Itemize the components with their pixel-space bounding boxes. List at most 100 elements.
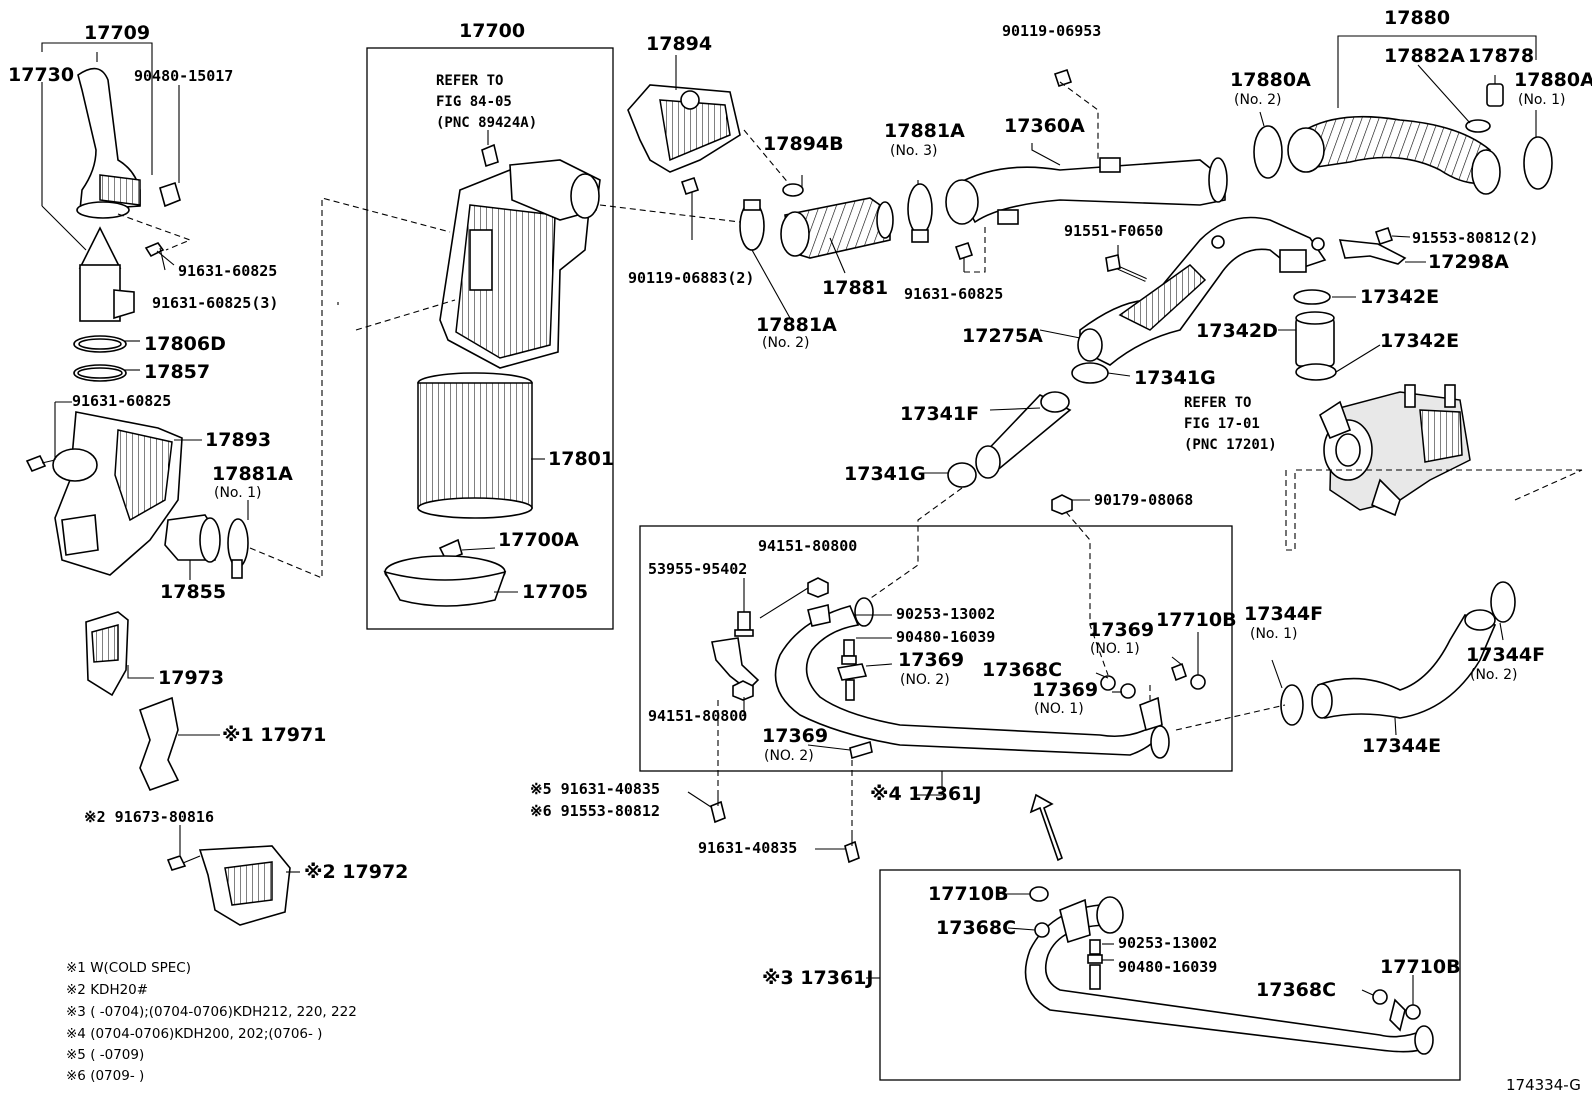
label-17880: 17880 [1384,7,1450,29]
label-90119-06953: 90119-06953 [1002,22,1101,40]
clamp-17344F-no2[interactable] [1490,581,1516,623]
bolt-91631-40835-a[interactable] [710,790,726,824]
bolt-91631-60825-b[interactable] [25,454,56,473]
bracket-17972[interactable] [198,845,291,926]
intake-inlet-17709[interactable] [76,67,141,219]
bolt-91631-60825-c[interactable] [954,241,974,272]
bracket-17361J[interactable] [711,637,760,692]
bolt-91631-40835-b[interactable] [844,830,860,864]
footnote-4: ※4 (0704-0706)KDH200, 202;(0706- ) [66,1026,322,1042]
clamp-17341G-b[interactable] [947,462,977,488]
bolt-90119-06953[interactable] [1053,68,1073,88]
label-17700A: 17700A [498,529,579,551]
bolt-91551-F0650[interactable] [1105,254,1147,282]
label-17881: 17881 [822,277,888,299]
bracket-17369-no2-a[interactable] [836,663,868,701]
label-17880A-no1-sub: (No. 1) [1518,92,1566,108]
grommet-90480-16039-b[interactable] [1087,954,1103,990]
hose-90253-13002-a[interactable] [843,639,855,657]
grommet-90480-16039-a[interactable] [841,655,857,665]
clip-17882A[interactable] [1465,119,1491,133]
label-17369-no1-a-sub: (NO. 1) [1090,641,1140,657]
label-17881A-no1: 17881A [212,463,293,485]
label-17369-no2-a-sub: (NO. 2) [900,672,950,688]
clamp-17880A-no1[interactable] [1523,136,1553,190]
grommet-90480-15017[interactable] [159,181,181,208]
label-90480-15017: 90480-15017 [134,67,233,85]
bracket-17894[interactable] [627,84,741,173]
label-91631-60825-b: 91631-60825 [72,392,171,410]
leader-lines [41,35,1537,1005]
hose-17855[interactable] [164,514,221,563]
hose-17341F[interactable] [975,391,1072,479]
clamp-17881A-no2[interactable] [739,199,765,251]
resonator-17893[interactable] [52,411,183,576]
hose-17344E[interactable] [1311,609,1497,719]
label-17341G-b: 17341G [844,463,926,485]
part-labels: 17709 17730 90480-15017 91631-60825 9163… [8,7,1592,1001]
bracket-17298A[interactable] [1338,239,1407,265]
bolt-90119-06883[interactable] [680,176,700,240]
sensor-89424A[interactable] [481,143,499,168]
valve-17878[interactable] [1486,83,1504,107]
hose-90253-13002-b[interactable] [1089,939,1101,955]
bolt-17368C-a[interactable] [1100,675,1116,691]
clamp-17341G-a[interactable] [1071,362,1109,384]
air-cleaner-assembly-box [366,47,614,630]
intake-pipe-17360A[interactable] [945,157,1228,225]
nut-94151-80800-a[interactable] [807,577,829,598]
label-17893: 17893 [205,429,271,451]
nut-90179-08068[interactable] [1051,494,1073,515]
clamp-17342E-a[interactable] [1293,289,1331,305]
label-17344F-no2-sub: (No. 2) [1470,667,1518,683]
air-filter-element-17801[interactable] [417,372,533,519]
intake-hose-17881[interactable] [780,197,894,259]
nut-17710B-a[interactable] [1190,674,1206,690]
label-90253-13002-a: 90253-13002 [896,605,995,623]
label-90179-08068: 90179-08068 [1094,491,1193,509]
refer-turbo-line-3: (PNC 17201) [1184,437,1277,453]
hose-17342D[interactable] [1295,311,1335,367]
clip-17894B[interactable] [782,183,804,197]
nut-94151-80800-b[interactable] [732,680,754,701]
air-duct-17275A[interactable] [1077,216,1327,366]
clamp-17880A-no2[interactable] [1253,125,1283,179]
clip-53955-95402[interactable] [734,611,754,637]
bracket-17369-no1-b[interactable] [1120,683,1163,732]
label-17971: ※1 17971 [222,724,326,746]
hose-assembly-17880[interactable] [1287,115,1501,195]
cover-17705[interactable] [383,555,507,607]
nut-17710B-b[interactable] [1029,886,1049,902]
pipe-assembly-box-4 [639,525,1233,772]
label-17881A-no2: 17881A [756,314,837,336]
bracket-17971[interactable] [138,696,180,792]
clamp-17342E-b[interactable] [1295,363,1337,381]
label-17709: 17709 [84,22,150,44]
label-91553-80812-6: ※6 91553-80812 [530,802,660,820]
bracket-17369-no1-a[interactable] [1171,662,1187,682]
bolt-91631-60825-a[interactable] [144,242,175,266]
cooler-pipe-17361J-4[interactable] [774,597,1170,759]
air-cleaner-case-17700[interactable] [439,159,601,369]
refer-filter-line-3: (PNC 89424A) [436,115,537,131]
nut-17710B-c[interactable] [1389,998,1421,1032]
clamp-17344F-no1[interactable] [1280,684,1304,726]
bolt-91553-80812-2[interactable] [1374,226,1394,246]
clamp-17881A-no1[interactable] [227,518,249,579]
label-91631-40835-b: 91631-40835 [698,839,797,857]
label-17710B-a: 17710B [1156,609,1237,631]
bolt-17368C-b[interactable] [1034,922,1050,938]
turbocharger-17201[interactable] [1318,384,1471,517]
seal-ring-17857-inner [77,367,123,379]
inlet-cone-17730[interactable] [78,226,135,322]
figure-code: 174334-G [1506,1076,1581,1094]
label-17881A-no3-sub: (No. 3) [890,143,938,159]
bolt-91673-80816[interactable] [166,855,201,871]
refer-turbo-line-2: FIG 17-01 [1184,416,1260,432]
bracket-17973[interactable] [85,611,129,697]
label-17369-no1-a: 17369 [1088,619,1154,641]
cooler-pipe-17361J-3[interactable] [1024,896,1434,1055]
bolt-17368C-c[interactable] [1372,989,1388,1005]
clamp-17881A-no3[interactable] [907,183,933,243]
bracket-17369-no2-b[interactable] [849,740,873,760]
